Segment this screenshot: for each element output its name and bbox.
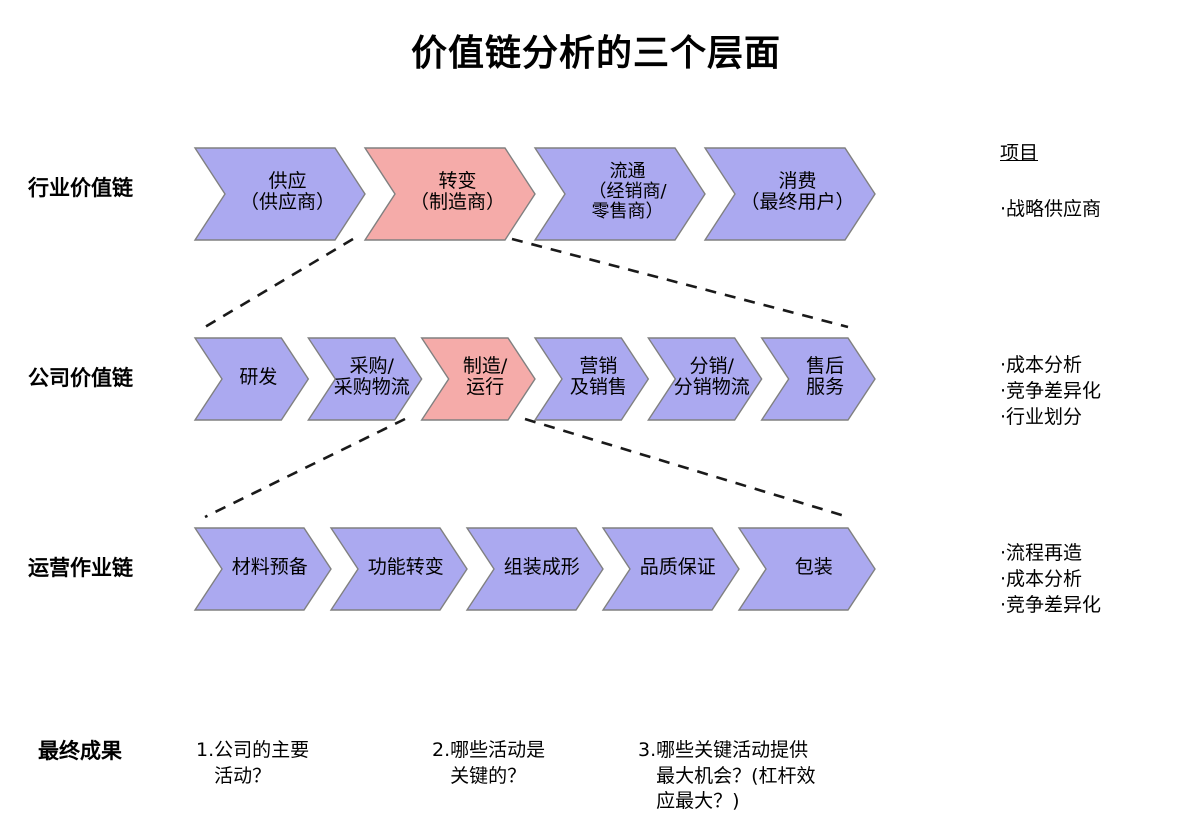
connector-line bbox=[511, 237, 849, 329]
side-heading: 项目 bbox=[1000, 142, 1039, 164]
outcome-question-1: 1.公司的主要 活动？ bbox=[196, 739, 310, 787]
outcome-question-3: 3.哪些关键活动提供 最大机会？(杠杆效 应最大？) bbox=[638, 739, 816, 813]
side-list-industry: ·战略供应商 bbox=[1000, 196, 1101, 222]
row-label-company: 公司价值链 bbox=[28, 366, 133, 390]
chain-segment-company-5[interactable] bbox=[647, 337, 763, 421]
row-label-operations: 运营作业链 bbox=[28, 556, 133, 580]
side-list-item: ·流程再造 bbox=[1000, 542, 1083, 564]
chain-segment-industry-1[interactable] bbox=[193, 147, 366, 241]
side-list-item: ·战略供应商 bbox=[1000, 198, 1102, 220]
chain-segment-industry-3[interactable] bbox=[533, 147, 706, 241]
chain-segment-operations-2[interactable] bbox=[329, 527, 468, 611]
chain-segment-operations-1[interactable] bbox=[193, 527, 332, 611]
row-label-outcome: 最终成果 bbox=[38, 739, 122, 763]
chain-segment-operations-5[interactable] bbox=[737, 527, 876, 611]
chain-segment-company-3[interactable] bbox=[420, 337, 536, 421]
chain-segment-industry-2[interactable] bbox=[363, 147, 536, 241]
chain-segment-company-4[interactable] bbox=[533, 337, 650, 421]
side-list-item: ·行业划分 bbox=[1000, 406, 1083, 429]
connector-line bbox=[204, 417, 406, 519]
connector-line bbox=[524, 417, 849, 519]
side-list-operations: ·流程再造 ·成本分析 ·竞争差异化 bbox=[1000, 540, 1101, 619]
side-list-item: ·成本分析 bbox=[1000, 354, 1083, 376]
side-list-company: ·成本分析 ·竞争差异化 ·行业划分 bbox=[1000, 352, 1101, 431]
page-title: 价值链分析的三个层面 bbox=[410, 33, 781, 74]
connector-line bbox=[204, 237, 354, 329]
chain-segment-company-2[interactable] bbox=[307, 337, 423, 421]
row-label-industry: 行业价值链 bbox=[28, 176, 133, 200]
chain-segment-company-1[interactable] bbox=[193, 337, 310, 421]
chain-segment-industry-4[interactable] bbox=[703, 147, 876, 241]
side-list-item: ·竞争差异化 bbox=[1000, 594, 1102, 617]
outcome-question-2: 2.哪些活动是 关键的？ bbox=[432, 739, 546, 787]
chain-segment-company-6[interactable] bbox=[760, 337, 876, 421]
side-list-item: ·成本分析 bbox=[1000, 568, 1083, 591]
chain-segment-operations-3[interactable] bbox=[465, 527, 604, 611]
side-list-item: ·竞争差异化 bbox=[1000, 380, 1102, 403]
chain-segment-operations-4[interactable] bbox=[601, 527, 740, 611]
